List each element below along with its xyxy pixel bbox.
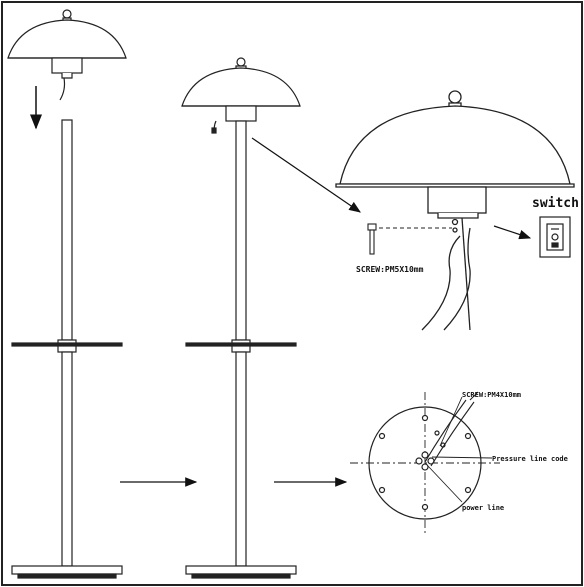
arrow-to-detail-icon — [251, 137, 361, 213]
screw-top-label: SCREW:PM5X10mm — [356, 265, 424, 274]
detail-lamp-head — [335, 90, 575, 331]
upper-pole — [235, 120, 247, 341]
switch-icon — [539, 216, 571, 258]
lower-pole — [61, 351, 73, 567]
pressure-line-pointer — [431, 456, 493, 459]
power-line-pointer — [427, 465, 463, 503]
dome-shade — [7, 19, 127, 59]
base-plate — [185, 565, 297, 575]
screw-icon — [367, 223, 377, 255]
hanging-ring-icon — [62, 9, 72, 19]
base-plate-detail — [350, 392, 500, 534]
heater-housing — [225, 105, 257, 122]
dome-shade — [339, 105, 571, 185]
screw-base-label: SCREW:PM4X10mm — [462, 391, 521, 399]
dome-shade — [181, 67, 301, 107]
heater-housing — [51, 57, 83, 74]
step2-lamp-head — [181, 57, 301, 134]
step1-lamp-head — [7, 9, 127, 101]
upper-pole — [61, 119, 73, 341]
screw-pointer — [439, 396, 463, 447]
pressure-line-label: Pressure line code — [492, 455, 568, 463]
base-plate — [11, 565, 123, 575]
arrow-right-icon — [493, 225, 532, 240]
power-line-label: power line — [462, 504, 504, 512]
lower-pole — [235, 351, 247, 567]
pressure-line-cord — [424, 391, 479, 467]
switch-label: switch — [532, 196, 579, 211]
heater-housing — [427, 186, 487, 214]
step2-pole-stand — [185, 120, 297, 579]
step1-pole-stand — [11, 119, 123, 579]
